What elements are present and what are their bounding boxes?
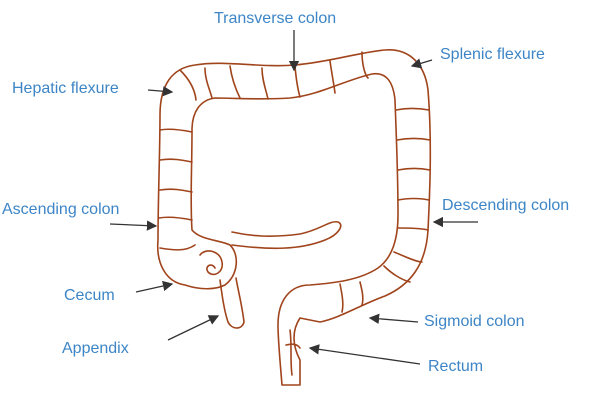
- label-transverse-colon: Transverse colon: [214, 10, 337, 27]
- arrow-appendix: [167, 315, 220, 341]
- transverse-haustra: [179, 51, 369, 101]
- ascending-haustra: [158, 128, 196, 251]
- arrow-sigmoid: [368, 313, 419, 324]
- arrow-splenic: [410, 58, 433, 69]
- rectum-inner: [285, 329, 301, 376]
- descending-haustra: [383, 107, 431, 283]
- arrow-ascending: [109, 220, 158, 231]
- arrow-rectum: [308, 344, 421, 365]
- label-hepatic-flexure: Hepatic flexure: [12, 80, 119, 97]
- appendix-shape: [219, 277, 245, 329]
- colon-outer-outline: [156, 49, 432, 386]
- ileum: [231, 220, 342, 250]
- label-descending-colon: Descending colon: [442, 197, 570, 214]
- label-splenic-flexure: Splenic flexure: [440, 46, 545, 63]
- label-cecum: Cecum: [64, 287, 115, 304]
- arrow-cecum: [135, 280, 174, 293]
- cecum-detail: [199, 250, 224, 276]
- label-ascending-colon: Ascending colon: [2, 201, 120, 218]
- sigmoid-haustra: [339, 281, 364, 313]
- label-sigmoid-colon: Sigmoid colon: [424, 313, 525, 330]
- label-appendix: Appendix: [62, 340, 129, 357]
- label-rectum: Rectum: [428, 358, 484, 375]
- arrow-hepatic: [147, 86, 174, 97]
